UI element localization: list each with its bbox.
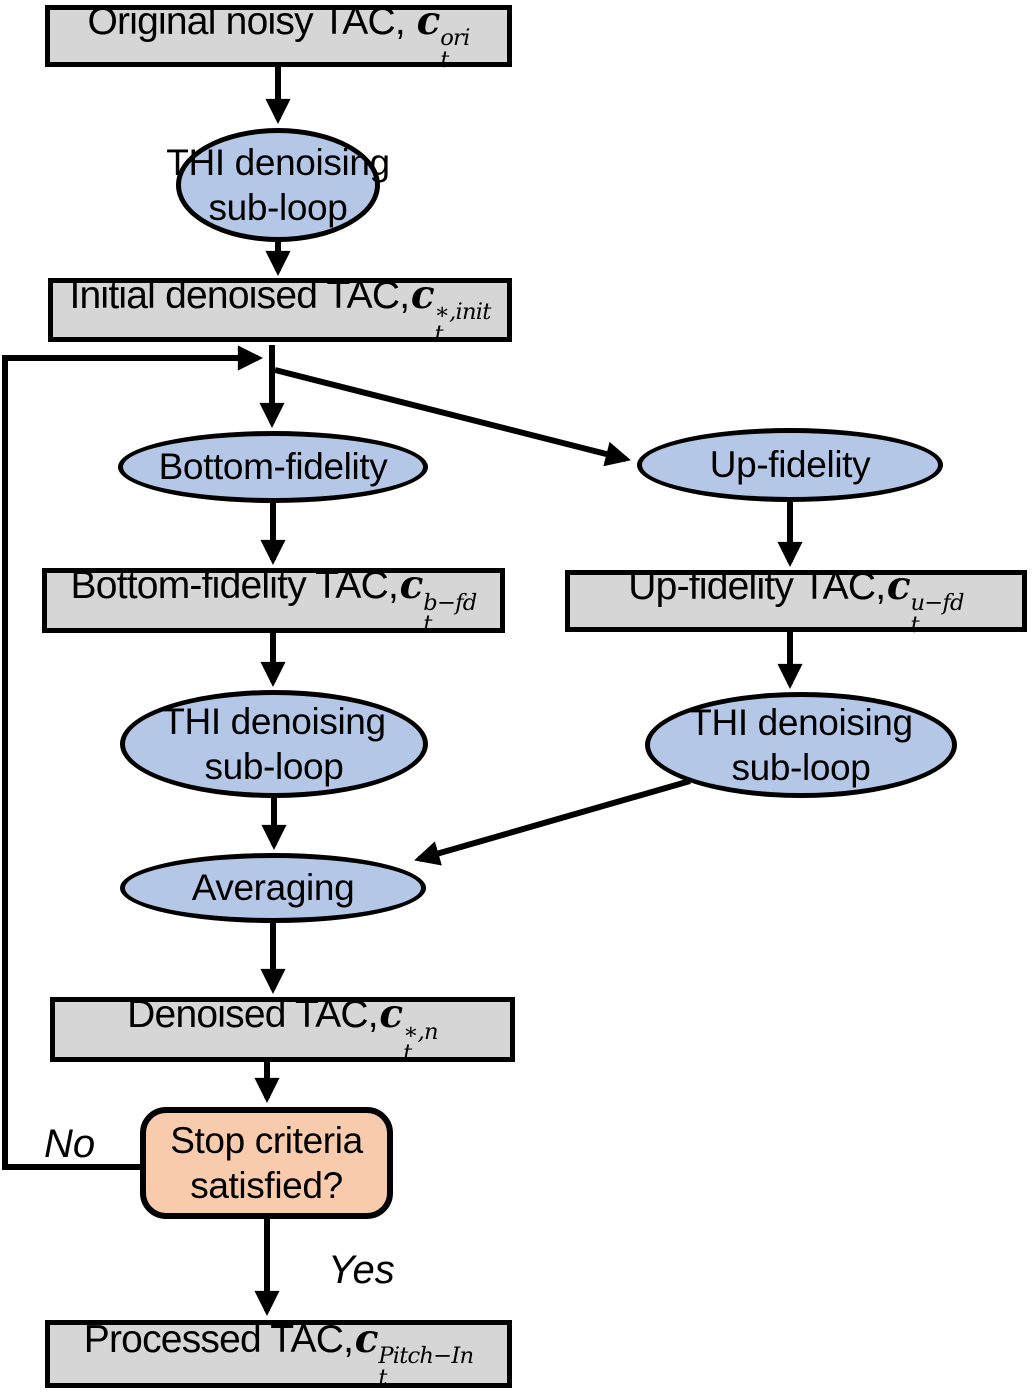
edge-thi3-to-averaging [414,778,691,866]
node-thi-denoising-subloop-left: THI denoising sub-loop [120,690,428,798]
thi2-line2: sub-loop [204,746,344,787]
bottom-fidelity-label: Bottom-fidelity [158,446,388,488]
thi1-line1: THI denoising [166,141,390,183]
node-thi-denoising-subloop-top: THI denoising sub-loop [166,128,390,242]
stop-line2: satisfied? [190,1165,343,1206]
node-bottom-fidelity: Bottom-fidelity [118,431,428,503]
node-thi-denoising-subloop-right: THI denoising sub-loop [645,692,957,798]
averaging-label: Averaging [191,867,355,909]
thi1-line2: sub-loop [208,187,348,228]
edge-junction-to-up-fidelity [274,367,631,467]
edge-label-yes: Yes [328,1248,395,1292]
thi3-line2: sub-loop [731,747,871,788]
node-stop-criteria: Stop criteria satisfied? [140,1107,393,1219]
edge-label-no: No [44,1122,96,1166]
edge-no-loop-back [2,345,264,1170]
node-up-fidelity: Up-fidelity [637,428,943,502]
node-averaging: Averaging [120,853,426,923]
up-fidelity-label: Up-fidelity [709,444,871,486]
thi3-line1: THI denoising [689,701,913,743]
stop-line1: Stop criteria [170,1119,363,1161]
thi2-line1: THI denoising [162,700,386,742]
